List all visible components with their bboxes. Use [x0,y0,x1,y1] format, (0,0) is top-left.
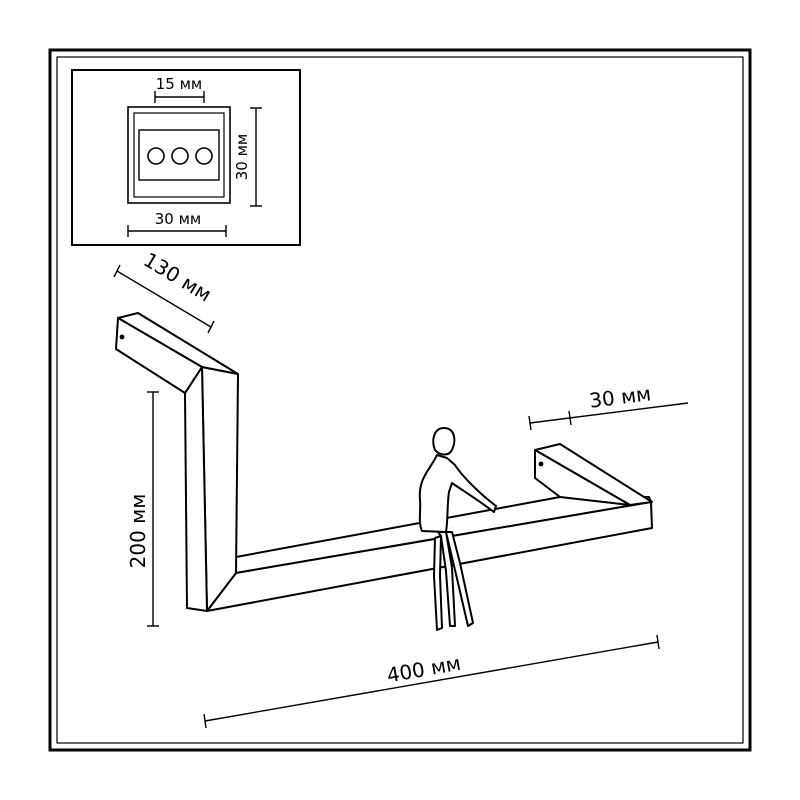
inset-cross-section: 15 мм 30 мм 30 мм [71,69,301,246]
led-icon [147,147,165,165]
right-arm-front [534,449,631,506]
top-arm-front [115,317,203,394]
length-dimension-label: 400 мм [385,651,463,688]
inset-bottom-dimension-label: 30 мм [155,210,202,228]
seated-person-figure [418,427,497,631]
length-dimension: 400 мм [203,634,660,729]
height-dimension: 200 мм [126,391,159,627]
outer-frame [48,48,752,752]
mounting-hole-icon [538,461,544,467]
vertical-post-side [184,366,208,612]
lamp-body [115,312,653,612]
depth-dimension-label: 130 мм [139,247,215,306]
inset-side-dimension-label: 30 мм [233,134,251,181]
mounting-hole-icon [119,334,125,340]
led-icon [195,147,213,165]
profile-dimension: 30 мм [528,381,689,431]
led-icon [171,147,189,165]
inset-top-dimension-label: 15 мм [156,75,203,93]
inner-frame [56,56,744,744]
height-dimension-label: 200 мм [126,494,150,569]
vertical-post-front [201,366,239,612]
